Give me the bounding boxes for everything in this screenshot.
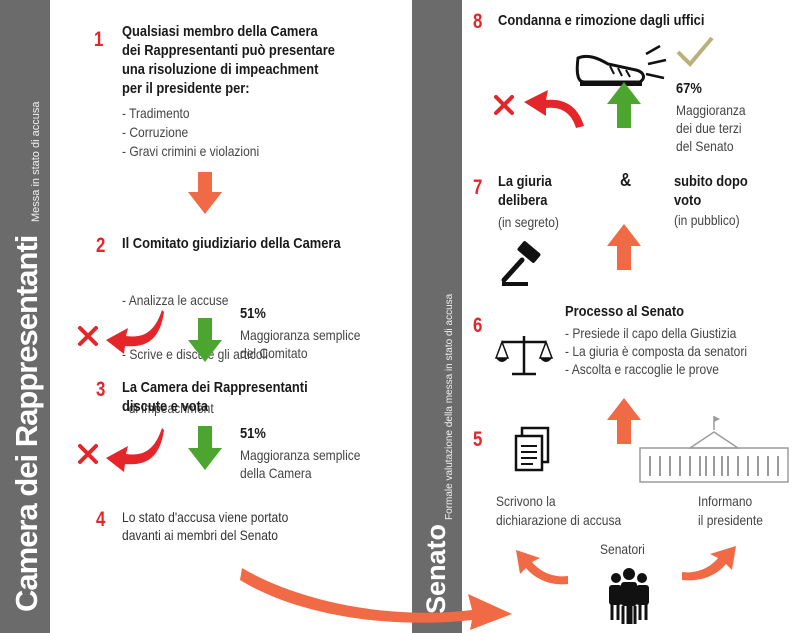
curved-arrow-icon xyxy=(524,90,584,128)
people-icon xyxy=(609,568,649,624)
curved-arrow-icon xyxy=(682,546,736,581)
step-6-list: - Presiede il capo della Giustizia - La … xyxy=(565,324,747,378)
transfer-arrow-icon xyxy=(240,568,512,630)
step-2-number: 2 xyxy=(96,234,106,257)
left-band: Camera dei Rappresentanti Messa in stato… xyxy=(0,0,50,633)
up-arrow-icon xyxy=(607,82,641,128)
scales-icon xyxy=(494,336,554,376)
step-4-number: 4 xyxy=(96,508,106,531)
down-arrow-icon xyxy=(188,318,222,362)
step-6-title: Processo al Senato xyxy=(565,303,685,320)
step-2-title: Il Comitato giudiziario della Camera xyxy=(122,235,341,252)
down-arrow-icon xyxy=(188,426,222,470)
left-panel-title: Camera dei Rappresentanti xyxy=(9,235,44,612)
step-3-majority-line: Maggioranza semplice xyxy=(240,447,361,463)
step-8-title: Condanna e rimozione dagli uffici xyxy=(498,12,705,29)
capitol-building-icon xyxy=(639,416,789,483)
curved-arrow-icon xyxy=(106,428,164,472)
step-5-left-line: dichiarazione di accusa xyxy=(496,512,622,528)
step-4-line: davanti ai membri del Senato xyxy=(122,527,278,543)
step-2-item: di impeachment xyxy=(122,400,214,416)
step-8-majority-line: Maggioranza xyxy=(676,102,746,118)
step-6-item: - Presiede il capo della Giustizia xyxy=(565,325,737,341)
step-5-left-text: Scrivono la dichiarazione di accusa xyxy=(496,492,621,530)
step-7-left-line: delibera xyxy=(498,192,548,209)
right-panel-subtitle: Formale valutazione della messa in stato… xyxy=(444,293,455,520)
step-1-item: - Gravi crimini e violazioni xyxy=(122,143,260,159)
step-2-majority-line: Maggioranza semplice xyxy=(240,327,361,343)
step-1-title: Qualsiasi membro della Camera dei Rappre… xyxy=(122,22,335,98)
step-7-right-line: subito dopo xyxy=(674,173,748,190)
step-7-ampersand: & xyxy=(620,170,632,190)
step-5-number: 5 xyxy=(473,428,483,451)
step-2-majority: Maggioranza semplice del Comitato xyxy=(240,326,360,362)
step-5-right-line: Informano xyxy=(698,493,753,509)
step-1-title-line: dei Rappresentanti può presentare xyxy=(122,42,335,59)
step-7-right-title: subito dopo voto xyxy=(674,172,748,210)
step-2-percent: 51% xyxy=(240,305,266,322)
step-3-title: La Camera dei Rappresentanti discute e v… xyxy=(122,378,308,416)
step-2-majority-line: del Comitato xyxy=(240,345,308,361)
left-panel-subtitle: Messa in stato di accusa xyxy=(30,101,42,222)
step-7-left-line: La giuria xyxy=(498,173,552,190)
step-7-left-title: La giuria delibera xyxy=(498,172,552,210)
step-1-title-line: una risoluzione di impeachment xyxy=(122,61,319,78)
step-8-number: 8 xyxy=(473,10,483,33)
step-1-title-line: per il presidente per: xyxy=(122,80,250,97)
up-arrow-icon xyxy=(607,398,641,444)
check-icon xyxy=(676,36,714,67)
step-7-right-note: (in pubblico) xyxy=(674,212,740,228)
step-3-majority-line: della Camera xyxy=(240,465,312,481)
step-8-majority: Maggioranza dei due terzi del Senato xyxy=(676,101,746,155)
down-arrow-icon xyxy=(188,172,222,214)
step-1-list: - Tradimento - Corruzione - Gravi crimin… xyxy=(122,104,259,161)
curved-arrow-icon xyxy=(516,550,568,585)
document-icon xyxy=(514,426,550,472)
gavel-icon xyxy=(501,241,541,286)
step-5-right-text: Informano il presidente xyxy=(698,492,763,530)
step-5-right-line: il presidente xyxy=(698,512,763,528)
step-2-list: - Analizza le accuse - Scrive e discute … xyxy=(122,255,268,435)
step-4-text: Lo stato d'accusa viene portato davanti … xyxy=(122,508,288,544)
step-1-title-line: Qualsiasi membro della Camera xyxy=(122,23,318,40)
shoe-kick-icon xyxy=(575,44,667,86)
step-3-percent: 51% xyxy=(240,425,266,442)
step-6-item: - La giuria è composta da senatori xyxy=(565,343,748,359)
step-6-item: - Ascolta e raccoglie le prove xyxy=(565,361,719,377)
step-3-title-line: La Camera dei Rappresentanti xyxy=(122,379,308,396)
step-3-majority: Maggioranza semplice della Camera xyxy=(240,446,360,482)
step-7-number: 7 xyxy=(473,176,483,199)
step-1-number: 1 xyxy=(94,28,104,51)
step-7-left-note: (in segreto) xyxy=(498,214,559,230)
step-7-right-line: voto xyxy=(674,192,702,209)
cross-icon xyxy=(494,95,514,115)
step-1-item: - Corruzione xyxy=(122,124,189,140)
step-8-majority-line: del Senato xyxy=(676,138,734,154)
right-band: Senato Formale valutazione della messa i… xyxy=(412,0,462,633)
step-2-item: - Scrive e discute gli articoli xyxy=(122,346,268,362)
step-4-line: Lo stato d'accusa viene portato xyxy=(122,509,289,525)
step-8-majority-line: dei due terzi xyxy=(676,120,742,136)
step-3-number: 3 xyxy=(96,378,106,401)
up-arrow-icon xyxy=(607,224,641,270)
step-8-percent: 67% xyxy=(676,80,702,97)
cross-icon xyxy=(78,326,98,346)
step-2-item: - Analizza le accuse xyxy=(122,292,229,308)
step-3-title-line: discute e vota xyxy=(122,398,209,415)
step-1-item: - Tradimento xyxy=(122,105,190,121)
step-6-number: 6 xyxy=(473,314,483,337)
step-5-center-label: Senatori xyxy=(600,541,645,557)
cross-icon xyxy=(78,444,98,464)
step-5-left-line: Scrivono la xyxy=(496,493,556,509)
curved-arrow-icon xyxy=(106,310,164,354)
